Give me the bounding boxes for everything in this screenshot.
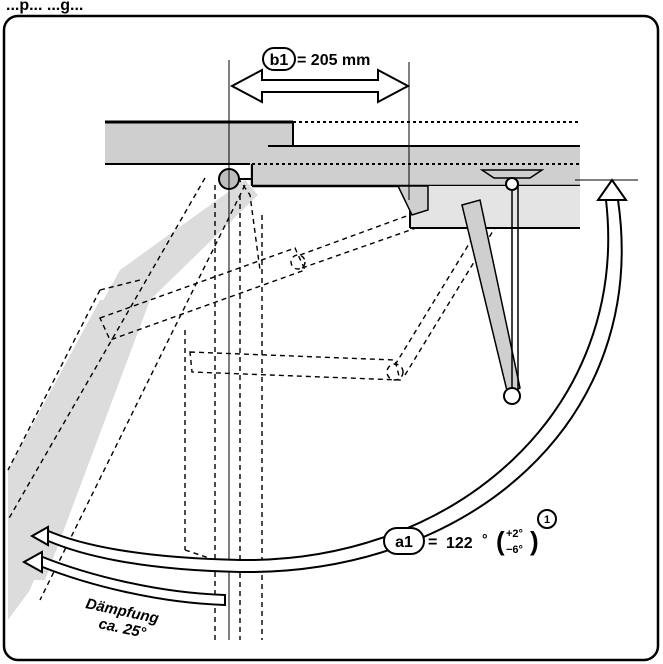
arm-shoe	[479, 169, 545, 179]
b1-dimension-arrow	[229, 68, 411, 104]
closer-bracket	[396, 185, 429, 216]
wall-lower	[410, 186, 580, 228]
opening-angle-arc	[29, 178, 628, 574]
svg-text:°: °	[482, 531, 488, 547]
svg-text:b1: b1	[270, 52, 289, 69]
svg-text:): )	[530, 526, 539, 556]
main-arm	[461, 199, 521, 397]
svg-text:122: 122	[446, 535, 473, 552]
open-door-outline	[7, 177, 261, 601]
svg-text:= 205 mm: = 205 mm	[297, 52, 370, 69]
arm-pivot	[505, 177, 519, 191]
svg-text:=: =	[428, 534, 437, 551]
svg-text:1: 1	[544, 514, 550, 526]
damping-arc	[21, 550, 226, 607]
arm-joint	[503, 387, 521, 405]
a1-label: a1 = 122 ° ( +2° −6° ) 1	[383, 509, 557, 556]
svg-text:(: (	[496, 526, 505, 556]
b1-label: b1 = 205 mm	[262, 47, 370, 71]
svg-text:−6°: −6°	[506, 544, 523, 556]
header-title: ...p... ...g...	[6, 0, 83, 14]
svg-text:+2°: +2°	[506, 528, 523, 540]
door-leaf-closed	[250, 146, 580, 186]
svg-text:a1: a1	[395, 534, 413, 551]
